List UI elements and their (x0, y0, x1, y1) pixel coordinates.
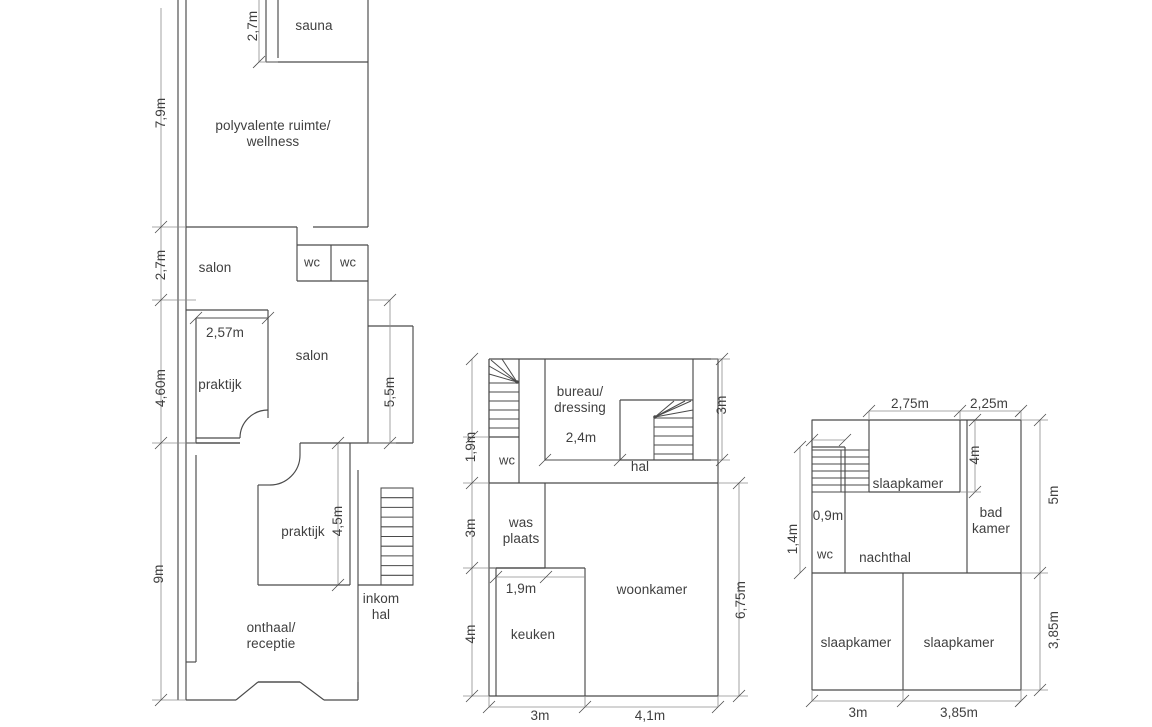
dimension-keuken-width: 3m (530, 708, 550, 724)
dimension-slaapkamer-left-width: 3m (848, 705, 868, 721)
room-label-praktijk-lower: praktijk (281, 524, 325, 540)
second-floor-dimension-lines (793, 404, 1048, 708)
room-label-was-plaats: was plaats (502, 515, 540, 546)
room-label-sauna: sauna (295, 18, 333, 34)
second-floor-walls (811, 419, 1022, 691)
dimension-wc-height-first: 1,9m (463, 431, 479, 463)
dimension-wc-height-second: 1,4m (785, 523, 801, 555)
dimension-slaapkamer-width: 2,75m (890, 396, 930, 412)
dimension-praktijk-height: 4,60m (153, 368, 169, 408)
room-label-wc-right: wc (339, 254, 357, 270)
dimension-woonkamer-width: 4,1m (634, 708, 666, 724)
room-label-hal: hal (630, 459, 650, 475)
dimension-keuken-height: 4m (463, 624, 479, 644)
dimension-total-depth-first: 6,75m (733, 580, 749, 620)
dimension-was-plaats-height: 3m (463, 518, 479, 538)
dimension-salon-depth: 5,5m (382, 376, 398, 408)
room-label-bureau-dressing: bureau/ dressing (554, 384, 606, 415)
dimension-hal-height: 3m (714, 395, 730, 415)
room-label-inkom-hal: inkom hal (362, 591, 400, 622)
room-label-onthaal-receptie: onthaal/ receptie (246, 620, 296, 651)
room-label-wc-second-floor: wc (816, 546, 834, 562)
dimension-lower-height-second: 3,85m (1046, 610, 1062, 650)
room-label-praktijk-upper: praktijk (198, 377, 242, 393)
room-label-nachthal: nachthal (859, 550, 911, 566)
ground-floor-walls (177, 0, 414, 701)
dimension-bureau-width: 2,4m (565, 430, 597, 446)
dimension-upper-height-second: 5m (1046, 485, 1062, 505)
dimension-was-plaats-width: 1,9m (505, 581, 537, 597)
dimension-slaapkamer-right-width: 3,85m (939, 705, 979, 721)
dimension-total-lower-height: 9m (151, 564, 167, 584)
room-label-bad-kamer: bad kamer (971, 505, 1011, 536)
ground-floor-dimension-lines (152, 0, 397, 707)
room-label-salon-upper: salon (198, 260, 232, 276)
room-label-slaapkamer-top: slaapkamer (872, 476, 944, 492)
room-label-polyvalente-ruimte-wellness: polyvalente ruimte/ wellness (215, 118, 331, 149)
dimension-wellness-height: 7,9m (153, 97, 169, 129)
dimension-salon-height: 2,7m (153, 249, 169, 281)
dimension-praktijk-width: 2,57m (205, 325, 245, 341)
first-floor-dimension-lines (463, 352, 748, 714)
dimension-badkamer-width: 2,25m (969, 396, 1009, 412)
room-label-keuken: keuken (510, 627, 556, 643)
room-label-salon-lower: salon (295, 348, 329, 364)
first-floor-walls (488, 358, 719, 697)
room-label-wc-left: wc (303, 254, 321, 270)
dimension-badkamer-height: 4m (967, 445, 983, 465)
dimension-sauna-width: 2,7m (245, 10, 261, 42)
dimension-praktijk-lower-depth: 4,5m (330, 505, 346, 537)
room-label-slaapkamer-bottom-left: slaapkamer (820, 635, 892, 651)
room-label-wc-first-floor: wc (498, 452, 516, 468)
room-label-slaapkamer-bottom-right: slaapkamer (923, 635, 995, 651)
dimension-wc-width-second: 0,9m (812, 508, 844, 524)
room-label-woonkamer: woonkamer (616, 582, 688, 598)
